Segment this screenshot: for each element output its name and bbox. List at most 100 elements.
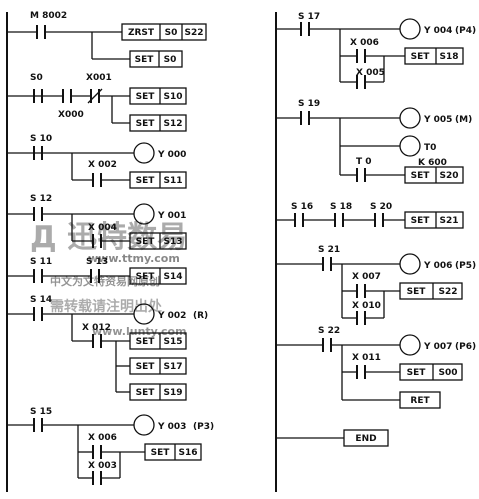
- timer-preset: K 600: [418, 158, 447, 168]
- operand-label: S18: [439, 52, 458, 62]
- set-instruction-box: [129, 357, 187, 375]
- contact-label: S 22: [318, 326, 340, 336]
- instruction-label: SET: [411, 52, 431, 62]
- watermark-line: 中文为文特资易网原创: [50, 274, 160, 288]
- coil-label: Y 004: [423, 26, 452, 36]
- operand-label: S12: [163, 119, 182, 129]
- set-instruction-box: [129, 332, 187, 350]
- instruction-label: SET: [151, 448, 171, 458]
- set-instruction-box: [129, 171, 187, 189]
- rung-4: S 12 Y 001 X 004 SET S13: [7, 194, 187, 250]
- contact-label: X 003: [88, 461, 117, 471]
- rung-3: S 10 Y 000 X 002 SET S11: [7, 134, 187, 189]
- set-instruction-box: [399, 282, 463, 300]
- rung-1: M 8002 ZRST S0 S22 SET S0: [7, 11, 207, 68]
- contact-label: X001: [86, 73, 112, 83]
- watermark-url: www.ttmy.com: [88, 252, 180, 265]
- contact-label: S 19: [298, 99, 320, 109]
- operand-label: S22: [438, 287, 457, 297]
- operand-label: S0: [165, 28, 178, 38]
- instruction-label: SET: [136, 337, 156, 347]
- rung-11: S 21 Y 006 (P5) X 007 X 010 SET S22: [276, 245, 476, 325]
- set-instruction-box: [129, 114, 187, 132]
- coil-label: Y 007: [423, 342, 452, 352]
- contact-label: S 10: [30, 134, 52, 144]
- rung-2: S0 X000 X001 SET S10 SET S12: [7, 73, 187, 132]
- set-instruction-box: [129, 232, 187, 250]
- set-instruction-box: [144, 443, 202, 461]
- end-rung: END: [276, 429, 389, 447]
- rung-7: S 15 Y 003 (P3) X 006 X 003 SET S16: [7, 407, 214, 485]
- contact-label: T 0: [356, 157, 372, 167]
- operand-label: S14: [163, 272, 182, 282]
- operand-label: S0: [164, 55, 177, 65]
- output-coil: [399, 334, 421, 356]
- contact-label: X 004: [88, 223, 117, 233]
- set-instruction-box: [129, 87, 187, 105]
- coil-label: T0: [424, 143, 436, 153]
- watermark-brand: Д 迅特数易: [30, 220, 187, 255]
- output-coil: [133, 142, 155, 164]
- set-instruction-box: [404, 166, 464, 184]
- contact-label: X 007: [352, 272, 381, 282]
- instruction-label: SET: [136, 176, 156, 186]
- coil-note: (P6): [455, 342, 476, 352]
- rung-12: S 22 Y 007 (P6) X 011 SET S00 RET: [276, 326, 476, 409]
- rung-9: S 19 Y 005 (M) T0 T 0 K 600 SET S20: [276, 99, 472, 184]
- instruction-label: SET: [136, 272, 156, 282]
- rung-8: S 17 Y 004 (P4) X 006 X 005 SET S18: [276, 12, 476, 89]
- coil-label: Y 001: [157, 211, 186, 221]
- contact-label: S0: [30, 73, 43, 83]
- contact-label: S 21: [318, 245, 340, 255]
- operand-label: S21: [439, 216, 458, 226]
- output-coil: [399, 253, 421, 275]
- instruction-label: ZRST: [128, 28, 155, 38]
- output-coil: [133, 414, 155, 436]
- contact-label: S 13: [86, 257, 108, 267]
- coil-label: Y 005: [423, 115, 452, 125]
- coil-note: (P4): [455, 26, 476, 36]
- instruction-label: SET: [136, 388, 156, 398]
- contact-label: S 14: [30, 295, 52, 305]
- instruction-label: SET: [136, 237, 156, 247]
- instruction-label: SET: [407, 368, 427, 378]
- contact-label: X000: [58, 110, 84, 120]
- contact-label: S 18: [330, 202, 352, 212]
- watermark-line: 需转载请注明出处: [50, 298, 163, 315]
- output-coil: [399, 107, 421, 129]
- set-instruction-box: [399, 363, 463, 381]
- end-instruction-box: [343, 429, 389, 447]
- operand-label: S16: [178, 448, 197, 458]
- contact-label: X 011: [352, 353, 381, 363]
- contact-label: S 20: [370, 202, 392, 212]
- watermark-url: www.lunty.com: [92, 325, 187, 338]
- operand-label: S19: [163, 388, 182, 398]
- rung-6: S 14 Y 002 (R) X 012 SET S15 SET S17 SET…: [7, 295, 208, 401]
- operand-label: S13: [163, 237, 182, 247]
- instruction-label: SET: [136, 119, 156, 129]
- coil-label: Y 006: [423, 261, 452, 271]
- instruction-label: SET: [136, 92, 156, 102]
- contact-label: X 006: [88, 433, 117, 443]
- contact-label: S 11: [30, 257, 52, 267]
- set-instruction-box: [404, 211, 464, 229]
- contact-label: S 15: [30, 407, 52, 417]
- coil-note: (R): [193, 311, 208, 321]
- coil-label: Y 000: [157, 150, 186, 160]
- coil-label: Y 003: [157, 422, 186, 432]
- ret-instruction-box: [399, 391, 441, 409]
- instruction-label: RET: [410, 396, 430, 406]
- operand-label: S00: [438, 368, 457, 378]
- timer-coil: [399, 135, 421, 157]
- operand-label: S20: [439, 171, 458, 181]
- instruction-label: END: [355, 434, 376, 444]
- contact-label: M 8002: [30, 11, 67, 21]
- contact-label: S 17: [298, 12, 320, 22]
- operand-label: S15: [163, 337, 182, 347]
- output-coil: [133, 303, 155, 325]
- operand-label: S17: [163, 362, 182, 372]
- instruction-label: SET: [411, 171, 431, 181]
- zrst-instruction-box: [121, 23, 207, 41]
- instruction-label: SET: [136, 362, 156, 372]
